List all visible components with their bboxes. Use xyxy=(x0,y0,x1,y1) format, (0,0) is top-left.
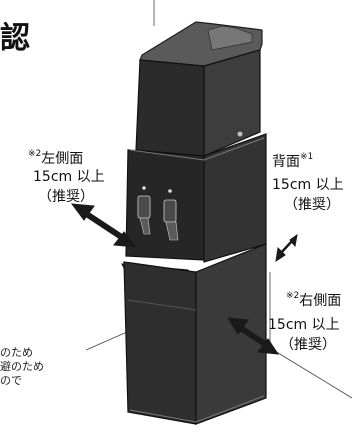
back-distance: 15cm 以上 xyxy=(272,177,344,193)
tank-front xyxy=(135,59,205,157)
right-side-label: ※2右側面 xyxy=(286,291,342,309)
tank-lid-handle xyxy=(207,25,253,51)
back-note: ※1 xyxy=(300,152,314,162)
cold-lever xyxy=(139,217,151,235)
hot-tap xyxy=(163,199,177,223)
back-name: 背面 xyxy=(272,154,300,170)
footnote-line-1: のため xyxy=(0,346,33,359)
right-side-name: 右側面 xyxy=(299,293,342,309)
cold-indicator xyxy=(142,186,146,190)
body-lower-front xyxy=(123,261,197,425)
double-arrow-icon-back xyxy=(275,233,298,263)
floor-right-line xyxy=(269,347,353,399)
hot-indicator xyxy=(168,189,172,193)
right-side-recommend: （推奨） xyxy=(280,337,336,353)
footnote-line-2: 避のため xyxy=(0,360,44,373)
right-side-note: ※2 xyxy=(286,291,300,301)
footnote-line-3: ので xyxy=(0,374,22,387)
base-edge xyxy=(129,395,265,423)
back-recommend: （推奨） xyxy=(284,197,340,213)
left-side-distance: 15cm 以上 xyxy=(33,169,105,185)
double-arrow-icon-right xyxy=(227,317,280,355)
left-side-name: 左側面 xyxy=(41,151,84,167)
body-upper-side xyxy=(203,133,267,263)
floor-left-line xyxy=(85,331,128,351)
body-seam xyxy=(129,137,265,161)
door-seam xyxy=(127,299,197,311)
left-side-note: ※2 xyxy=(28,149,42,159)
tank-side xyxy=(203,49,261,157)
body-lower-side xyxy=(195,243,267,425)
double-arrow-icon-left xyxy=(70,203,138,248)
heading-fragment: 認 xyxy=(0,21,30,56)
back-label: 背面※1 xyxy=(272,152,314,170)
power-lamp xyxy=(236,130,244,138)
hot-lever xyxy=(165,221,179,241)
left-side-recommend: （推奨） xyxy=(38,189,94,205)
cold-tap xyxy=(137,195,151,219)
left-side-label: ※2左側面 xyxy=(28,149,84,167)
right-side-distance: 15cm 以上 xyxy=(268,317,340,333)
